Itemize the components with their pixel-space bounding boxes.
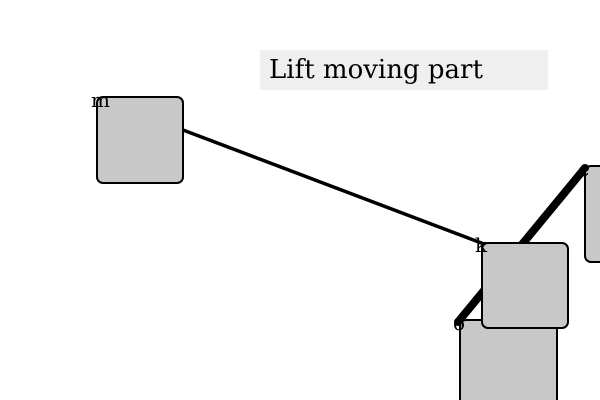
node-label-k: k [475, 233, 488, 257]
joint-c [581, 164, 589, 172]
diagram-title: Lift moving part [260, 50, 548, 90]
block-m [96, 96, 184, 184]
block-o [459, 319, 558, 400]
node-label-o: o [453, 311, 465, 335]
node-label-m: m [91, 88, 110, 112]
node-label-c: c [578, 157, 589, 181]
joint-o [454, 318, 462, 326]
link-m-k [182, 128, 485, 246]
block-k [481, 242, 569, 329]
block-c [584, 165, 600, 263]
